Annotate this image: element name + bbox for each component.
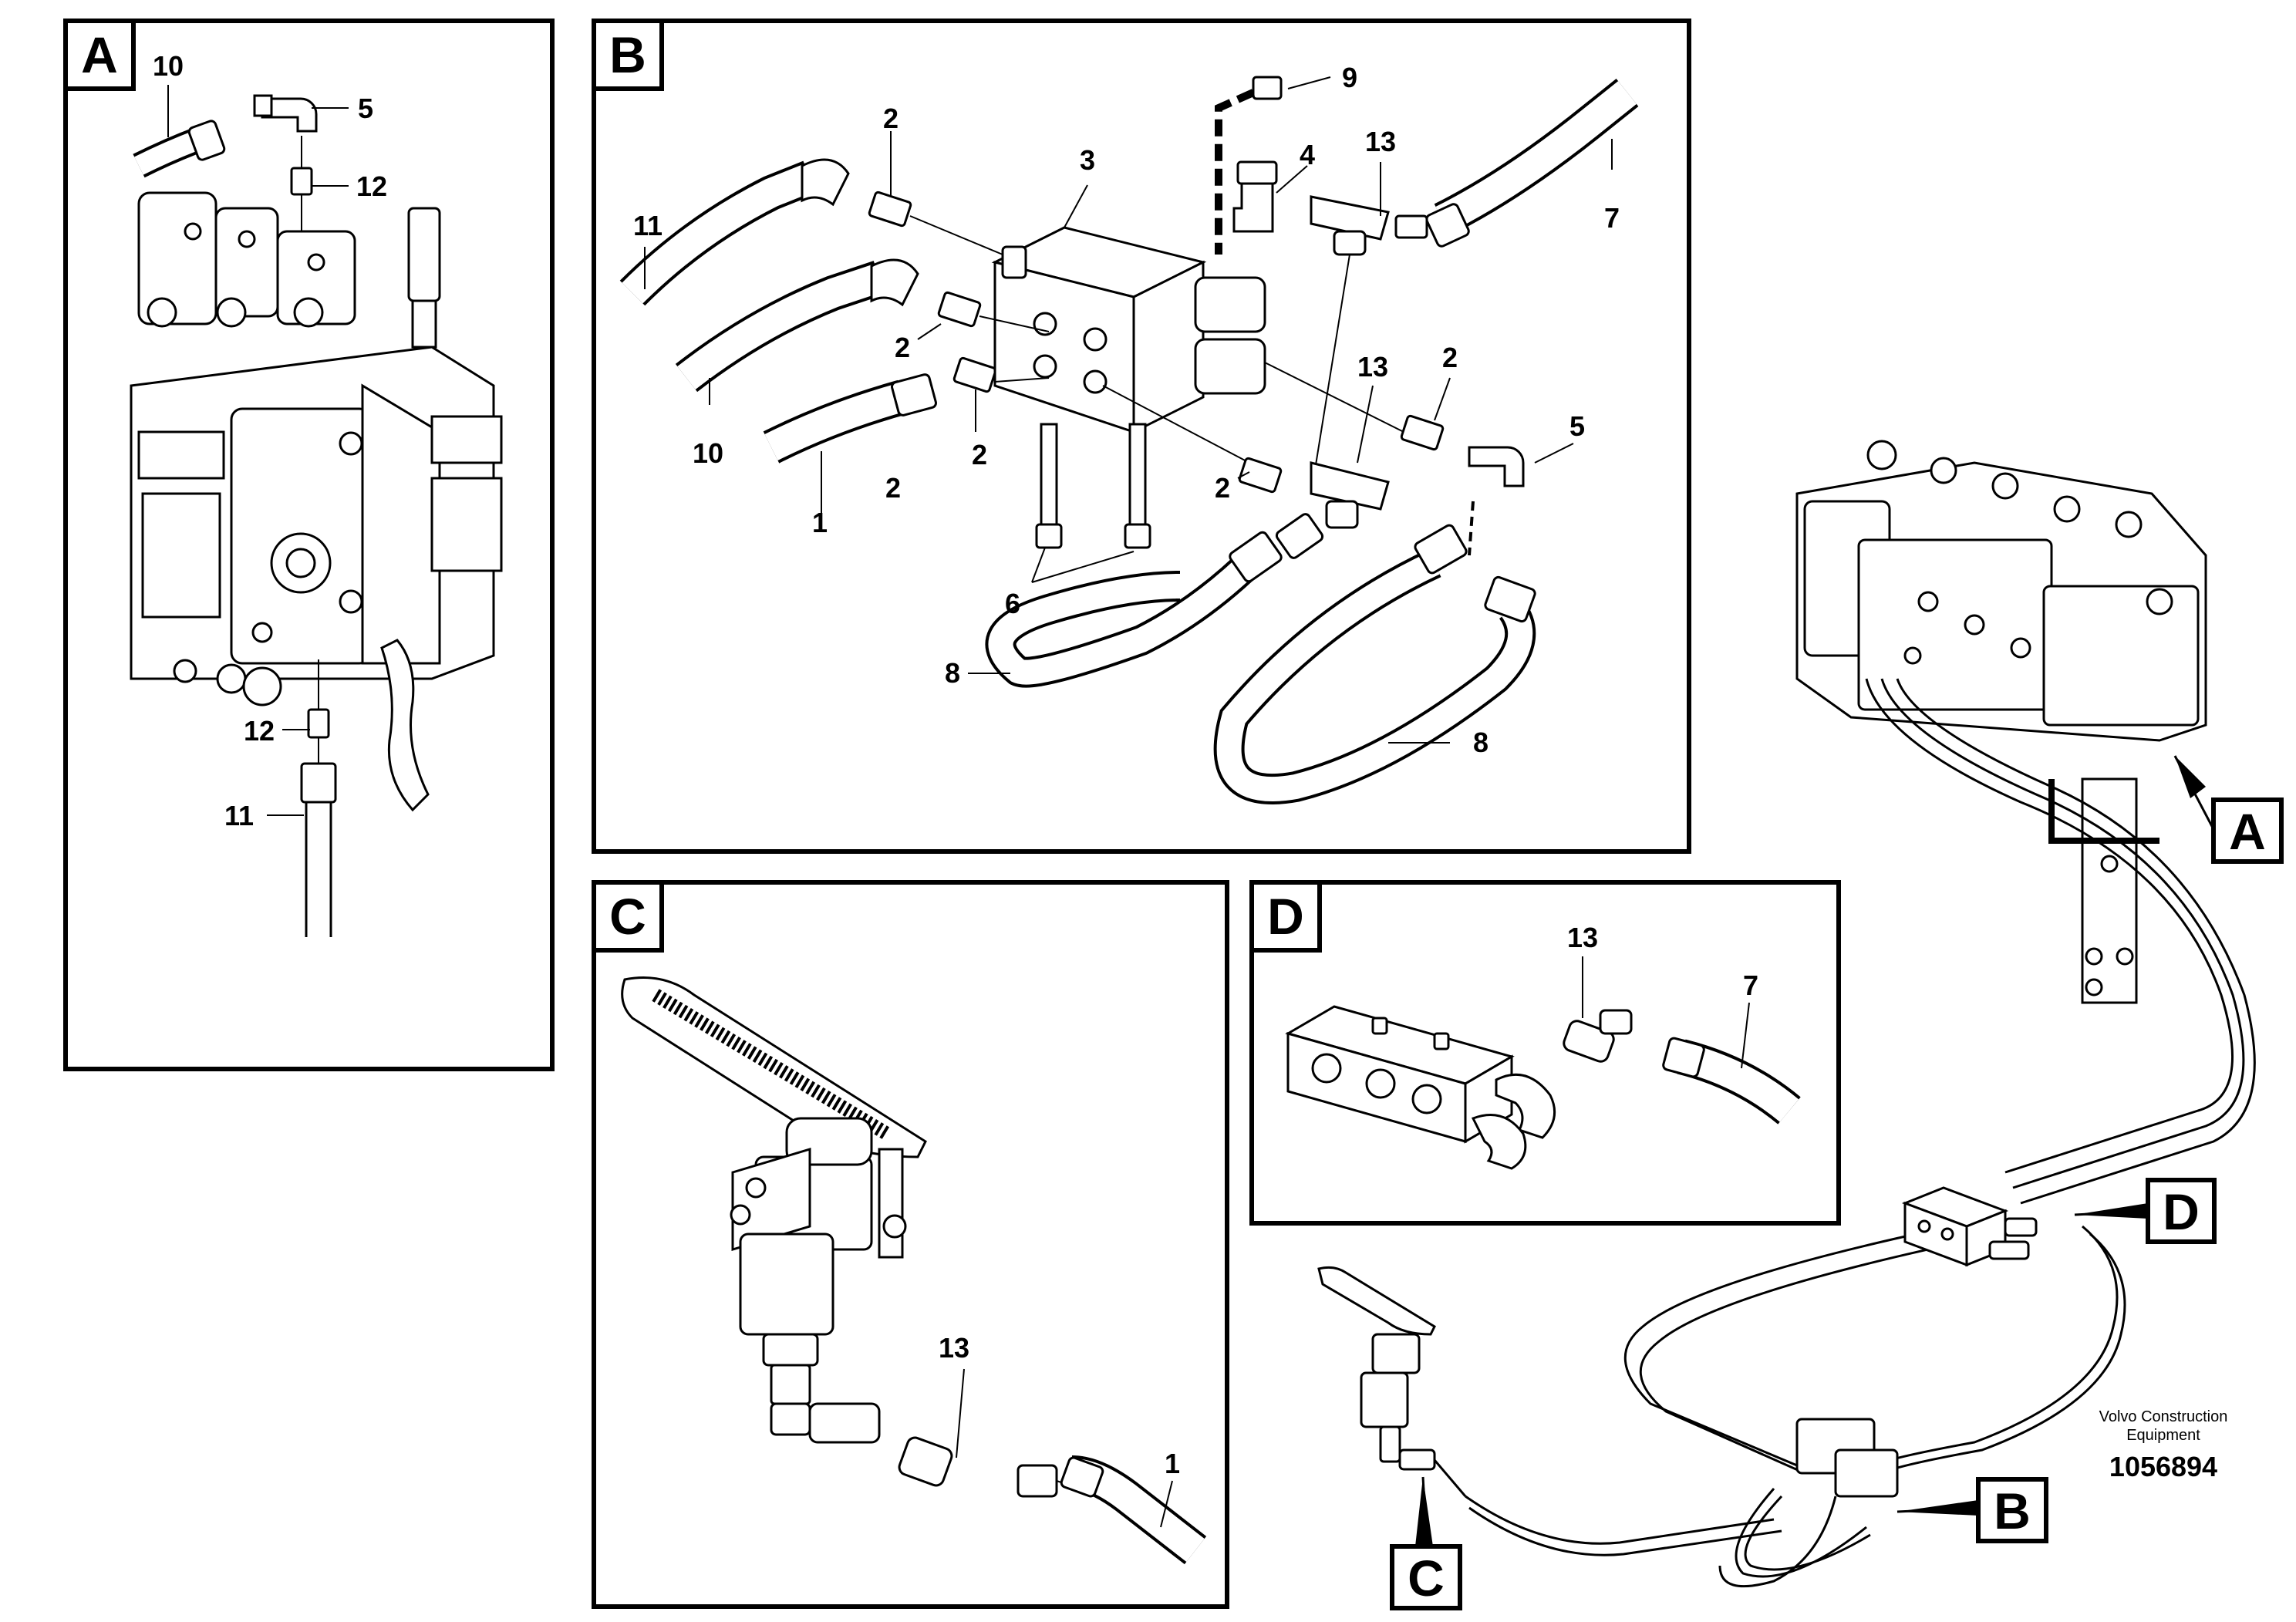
panel-a: A — [63, 19, 555, 1071]
callout-a-5: 5 — [358, 93, 373, 124]
callout-b-13-bottom: 13 — [1357, 351, 1388, 383]
panel-c: C 13 1 — [592, 880, 1229, 1609]
flag-a-letter: A — [2229, 803, 2266, 860]
callout-d-13: 13 — [1567, 922, 1598, 953]
callout-b-7: 7 — [1604, 202, 1620, 234]
panel-d-letter: D — [1267, 888, 1304, 945]
callout-b-4: 4 — [1300, 139, 1315, 170]
callout-b-10: 10 — [693, 437, 723, 469]
callout-d-7: 7 — [1743, 969, 1758, 1001]
callout-b-2-left-bottom: 2 — [885, 472, 901, 504]
callout-b-6: 6 — [1005, 588, 1020, 619]
panel-b-letter: B — [609, 26, 646, 83]
control-valve-assembly — [130, 191, 503, 812]
document-number: 1056894 — [2109, 1451, 2218, 1482]
callout-b-2-left-upper: 2 — [895, 332, 910, 363]
callout-a-11: 11 — [224, 800, 254, 831]
callout-b-2-left-lower: 2 — [972, 439, 987, 470]
flag-c: C — [1390, 1476, 1462, 1610]
flag-b-letter: B — [1994, 1482, 2031, 1539]
flag-c-letter: C — [1408, 1549, 1445, 1607]
callout-a-12-top: 12 — [356, 170, 387, 202]
flag-b: B — [1896, 1477, 2048, 1543]
panel-d-letter-box — [1249, 880, 1322, 953]
valve-block — [991, 226, 1266, 434]
panel-a-letter: A — [81, 26, 118, 83]
flag-a: A — [2173, 755, 2284, 864]
callout-b-11: 11 — [633, 210, 663, 241]
flag-d: D — [2074, 1178, 2217, 1244]
callout-b-8-left: 8 — [945, 657, 960, 689]
foot-pedal — [621, 976, 927, 1444]
callout-c-13: 13 — [939, 1332, 969, 1364]
callout-b-1: 1 — [812, 507, 828, 538]
panel-b-letter-box — [592, 19, 664, 91]
panel-a-letter-box — [63, 19, 136, 91]
distribution-block — [1285, 1005, 1556, 1170]
panel-c-letter-box — [592, 880, 664, 953]
callout-b-8-right: 8 — [1473, 727, 1489, 758]
panel-b: B — [592, 19, 1691, 854]
panel-c-letter: C — [609, 888, 646, 945]
callout-b-2-right: 2 — [1442, 342, 1458, 373]
reference-block: Volvo Construction Equipment 1056894 — [2082, 1408, 2244, 1483]
manufacturer-line-1: Volvo Construction — [2099, 1408, 2228, 1425]
callout-c-1: 1 — [1165, 1448, 1180, 1479]
manufacturer-line-2: Equipment — [2126, 1427, 2200, 1444]
callout-b-2-top: 2 — [883, 103, 899, 134]
callout-b-2-middle: 2 — [1215, 472, 1230, 504]
panel-d: D 13 7 — [1249, 880, 1841, 1226]
callout-a-10: 10 — [153, 50, 184, 82]
callout-b-13-top: 13 — [1365, 126, 1396, 157]
overview-drawing — [1317, 440, 2256, 1588]
callout-b-3: 3 — [1080, 144, 1095, 176]
callout-b-5: 5 — [1569, 410, 1585, 442]
callout-b-9: 9 — [1342, 62, 1357, 93]
callout-a-12-bottom: 12 — [244, 715, 275, 747]
flag-d-letter: D — [2163, 1183, 2200, 1240]
